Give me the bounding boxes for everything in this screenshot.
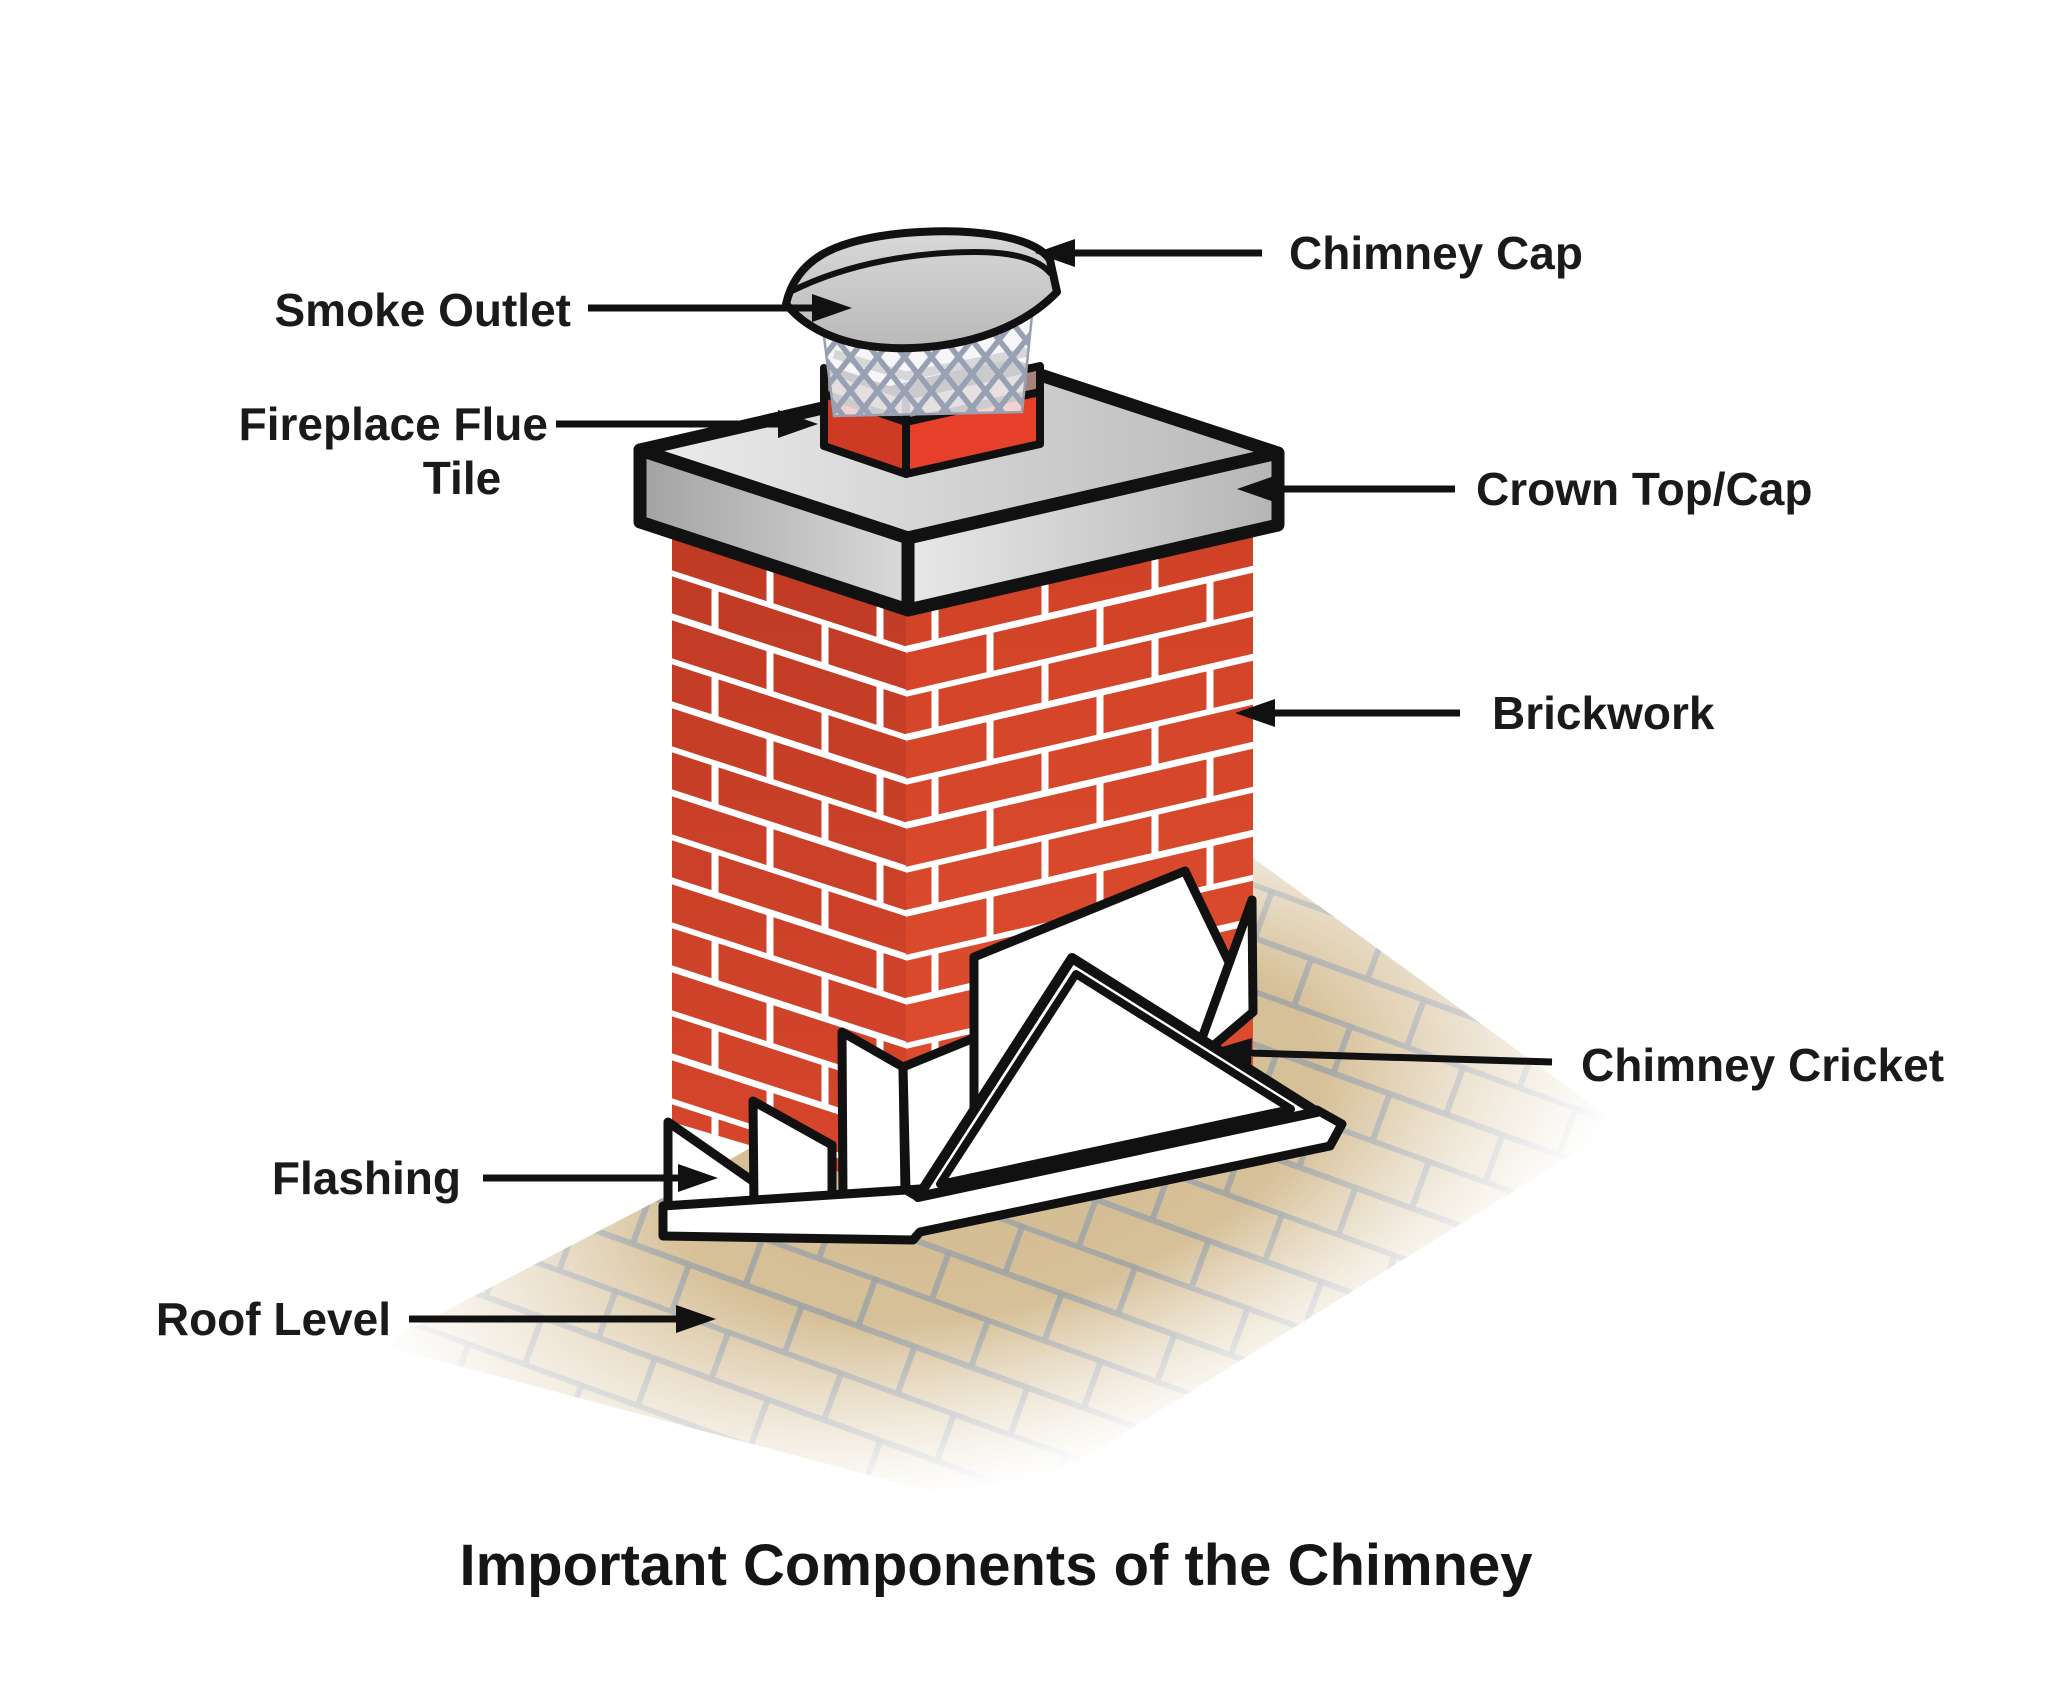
chimney-cricket-inner-line (936, 970, 1295, 1188)
flashing-and-cricket (658, 866, 1347, 1245)
fireplace-flue-tile-label-line2: Tile (423, 452, 501, 504)
chimney-cricket-arrowhead-icon (1212, 1038, 1252, 1066)
callout-fireplace-flue-tile: Fireplace Flue Tile (239, 398, 818, 504)
callout-chimney-cap: Chimney Cap (1035, 227, 1583, 279)
chimney-cap-arrowhead-icon (1035, 239, 1075, 267)
callout-flashing: Flashing (272, 1152, 718, 1204)
chimney-cricket-shape (913, 953, 1322, 1202)
callout-chimney-cricket: Chimney Cricket (1212, 1038, 1944, 1091)
fireplace-flue-tile-arrowhead-icon (778, 410, 818, 438)
callout-roof-level: Roof Level (156, 1293, 716, 1345)
brick-face-left-mortar (672, 525, 906, 1192)
cap-inner-line (790, 248, 1054, 294)
brickwork-label: Brickwork (1492, 687, 1715, 739)
roof-level-label: Roof Level (156, 1293, 391, 1345)
chimney-cap-shape (782, 227, 1061, 353)
fireplace-flue-tile-label-line1: Fireplace Flue (239, 398, 548, 450)
callout-smoke-outlet: Smoke Outlet (274, 284, 852, 336)
flashing-right-panel (1188, 895, 1258, 1068)
smoke-outlet-arrowhead-icon (812, 294, 852, 322)
callout-brickwork: Brickwork (1235, 687, 1715, 739)
brickwork-arrowhead-icon (1235, 699, 1275, 727)
crown-top-cap-arrowhead-icon (1237, 475, 1277, 503)
chimney-cap-label: Chimney Cap (1289, 227, 1583, 279)
roof-level-arrowhead-icon (676, 1305, 716, 1333)
page-title: Important Components of the Chimney (460, 1533, 1533, 1598)
chimney-cricket-line (1247, 1049, 1553, 1066)
chimney-cricket-label: Chimney Cricket (1581, 1039, 1944, 1091)
cap-body (782, 227, 1061, 353)
flashing-arrowhead-icon (678, 1164, 718, 1192)
crown-top-cap-label: Crown Top/Cap (1476, 463, 1812, 515)
flashing-label: Flashing (272, 1152, 461, 1204)
callout-crown-top-cap: Crown Top/Cap (1237, 463, 1812, 515)
smoke-outlet-label: Smoke Outlet (274, 284, 571, 336)
crown-front-right-face (901, 446, 1285, 617)
